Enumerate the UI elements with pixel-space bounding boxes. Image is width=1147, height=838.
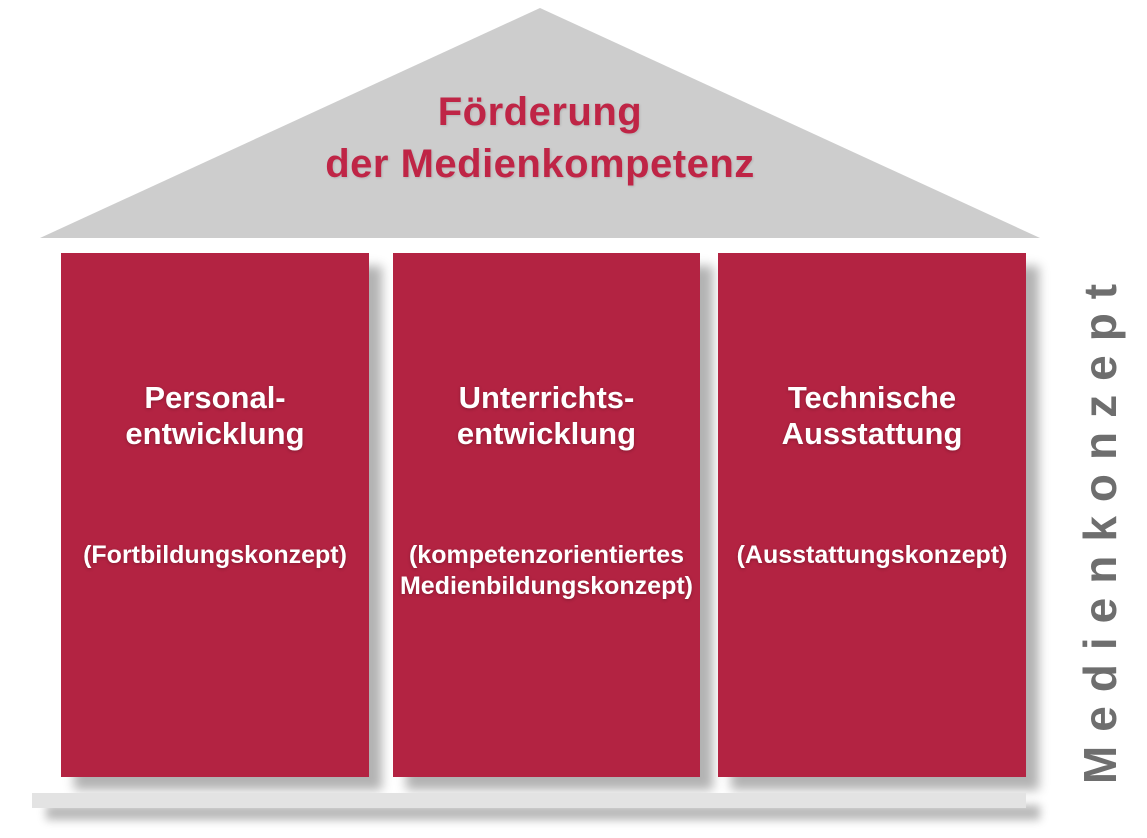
pillar-subtitle: (kompetenzorientiertes Medienbildungskon… <box>393 540 700 602</box>
pillar-heading-line1: Unterrichts- <box>458 380 635 415</box>
base-bar <box>32 793 1026 808</box>
pillar-heading: Unterrichts- entwicklung <box>393 380 700 452</box>
pillar-heading-line2: Ausstattung <box>781 416 963 451</box>
pillar-subtitle: (Fortbildungskonzept) <box>61 540 369 571</box>
pillar-subtitle: (Ausstattungskonzept) <box>718 540 1026 571</box>
pillar-heading-line2: entwicklung <box>125 416 305 451</box>
side-label-medienkonzept: Medienkonzept <box>1074 269 1126 785</box>
roof-title-line1: Förderung <box>437 90 643 134</box>
pillar-heading-line2: entwicklung <box>456 416 637 451</box>
pillar-subtitle-line1: (Ausstattungskonzept) <box>736 541 1008 569</box>
pillar-personalentwicklung: Personal- entwicklung (Fortbildungskonze… <box>61 253 369 777</box>
pillar-subtitle-line1: (Fortbildungskonzept) <box>83 541 347 569</box>
pillar-subtitle-line1: (kompetenzorientiertes <box>408 541 685 569</box>
pillar-technische-ausstattung: Technische Ausstattung (Ausstattungskonz… <box>718 253 1026 777</box>
roof-title: Förderung der Medienkompetenz <box>140 86 940 190</box>
pillar-heading: Technische Ausstattung <box>718 380 1026 452</box>
pillar-subtitle-line2: Medienbildungskonzept) <box>399 572 694 600</box>
pillar-heading: Personal- entwicklung <box>61 380 369 452</box>
pillar-heading-line1: Technische <box>787 380 957 415</box>
pillar-heading-line1: Personal- <box>144 380 286 415</box>
roof-title-line2: der Medienkompetenz <box>325 142 755 186</box>
pillar-unterrichtsentwicklung: Unterrichts- entwicklung (kompetenzorien… <box>393 253 700 777</box>
